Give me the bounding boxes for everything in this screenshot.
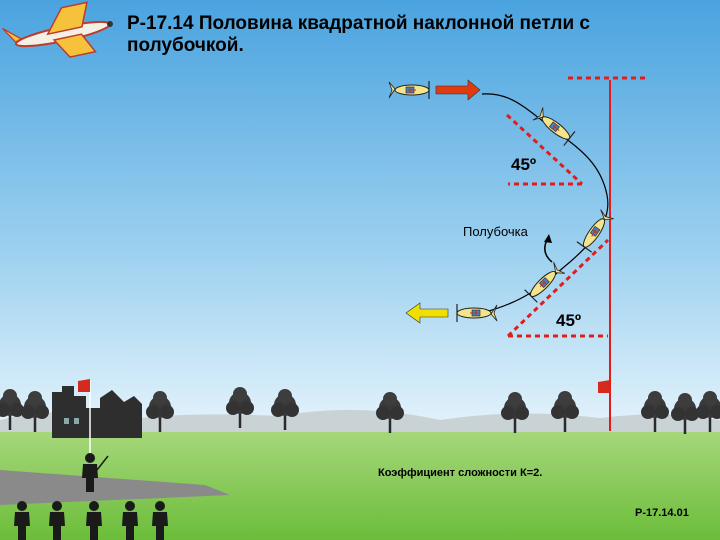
half-roll-label: Полубочка [463,224,529,239]
reference-lines [505,76,646,431]
pilot-figure-icon [82,453,109,492]
angle-label-bottom: 45º [556,311,581,330]
page-title: Р-17.14 Половина квадратной наклонной пе… [127,13,590,56]
half-roll-arrow [544,234,553,263]
sky [0,0,720,430]
exit-arrow [405,302,449,324]
figure-code: Р-17.14.01 [635,507,689,519]
angle-label-top: 45º [511,155,536,174]
model-plane-icon [2,1,113,58]
ruined-building-icon [52,386,142,438]
entry-arrow [435,79,481,101]
difficulty-label: Коэффициент сложности К=2. [378,467,542,479]
red-flag-icon [78,379,91,460]
runway [0,470,230,505]
red-flag-icon [598,380,610,393]
